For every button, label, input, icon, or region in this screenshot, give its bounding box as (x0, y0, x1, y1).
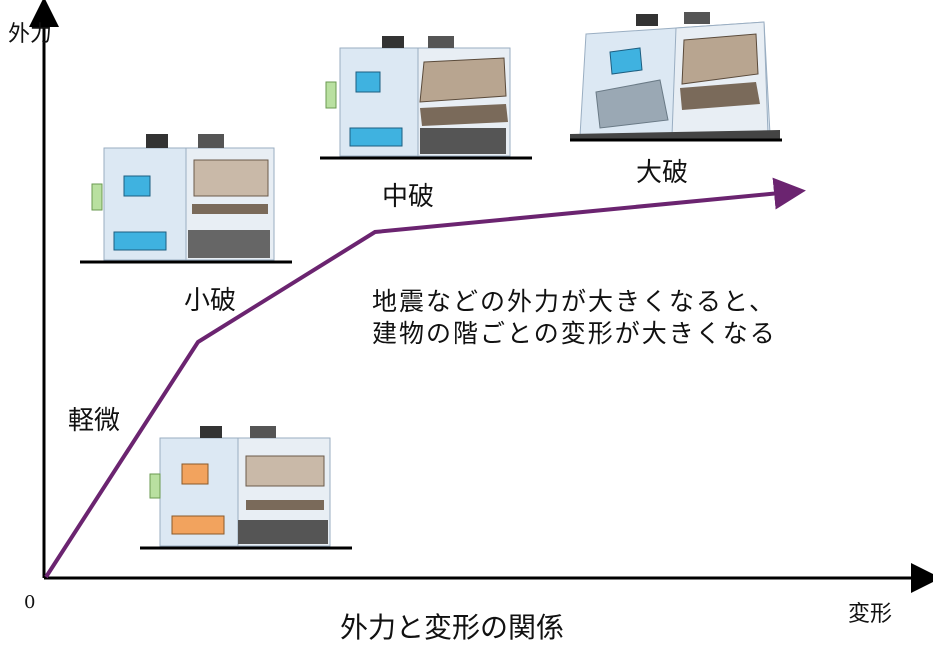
force-deformation-curve (44, 177, 806, 579)
stage-label-minor: 軽微 (68, 406, 121, 436)
explanation-note: 地震などの外力が大きくなると、 建物の階ごとの変形が大きくなる (372, 286, 777, 350)
stage-label-small: 小破 (184, 286, 237, 316)
stage-label-severe: 大破 (636, 158, 689, 188)
origin-label: 0 (24, 592, 36, 613)
y-axis-label: 外力 (8, 22, 53, 47)
building-small-damage-icon (80, 134, 292, 264)
building-moderate-damage-icon (320, 36, 532, 160)
explanation-line-1: 地震などの外力が大きくなると、 (372, 287, 777, 316)
building-minor-damage-icon (140, 426, 352, 550)
building-severe-damage-icon (570, 12, 782, 142)
explanation-line-2: 建物の階ごとの変形が大きくなる (372, 319, 777, 348)
x-axis-label: 変形 (848, 602, 893, 627)
diagram-caption: 外力と変形の関係 (340, 611, 565, 644)
stage-label-moderate: 中破 (382, 182, 435, 212)
